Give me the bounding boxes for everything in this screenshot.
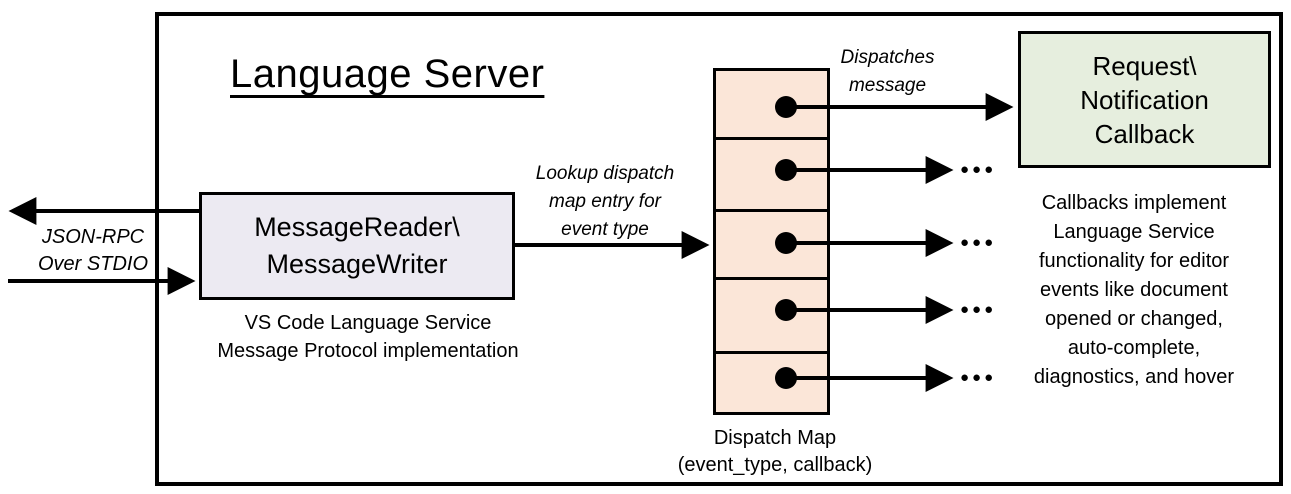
- callbacks-description-note: Callbacks implement Language Service fun…: [1000, 189, 1268, 392]
- dispatch-map-row-divider: [716, 209, 827, 212]
- callbacks-note-line: Language Service: [1053, 221, 1215, 243]
- callback-box-line1: Request\: [1092, 50, 1197, 81]
- io-label-line2: Over STDIO: [37, 253, 148, 275]
- reader-writer-caption: VS Code Language Service Message Protoco…: [168, 309, 568, 365]
- io-label-line1: JSON-RPC: [41, 226, 145, 248]
- dispatch-map-row-divider: [716, 351, 827, 354]
- dispatch-note-line2: message: [848, 75, 927, 96]
- dispatch-map-row-divider: [716, 137, 827, 140]
- callbacks-note-line: auto-complete,: [1067, 337, 1201, 359]
- dispatch-note-line1: Dispatches: [840, 47, 935, 68]
- callbacks-note-line: events like document: [1040, 279, 1228, 301]
- lookup-dispatch-annotation: Lookup dispatch map entry for event type: [500, 160, 710, 244]
- callbacks-note-line: opened or changed,: [1045, 308, 1223, 330]
- lookup-note-line2: map entry for: [549, 191, 661, 212]
- json-rpc-stdio-label: JSON-RPC Over STDIO: [18, 224, 168, 278]
- dispatch-map-caption: Dispatch Map (event_type, callback): [630, 425, 920, 479]
- dispatch-map-table: [713, 68, 830, 415]
- dispatch-map-row-divider: [716, 277, 827, 280]
- ellipsis-icon: ●●●: [960, 234, 997, 251]
- lookup-note-line1: Lookup dispatch: [535, 163, 675, 184]
- request-notification-callback-box: Request\ Notification Callback: [1018, 31, 1271, 168]
- callbacks-note-line: functionality for editor: [1038, 250, 1230, 272]
- map-caption-line1: Dispatch Map: [713, 427, 837, 449]
- callback-box-line2: Notification: [1080, 84, 1209, 115]
- callbacks-note-line: diagnostics, and hover: [1033, 366, 1235, 388]
- callbacks-note-line: Callbacks implement: [1041, 192, 1227, 214]
- diagram-title: Language Server: [230, 52, 545, 96]
- message-reader-writer-box: MessageReader\ MessageWriter: [199, 192, 515, 300]
- lookup-note-line3: event type: [561, 219, 649, 240]
- ellipsis-icon: ●●●: [960, 369, 997, 386]
- reader-caption-line2: Message Protocol implementation: [217, 340, 519, 362]
- map-caption-line2: (event_type, callback): [677, 454, 873, 476]
- message-reader-label: MessageReader\: [254, 212, 460, 242]
- language-server-boundary-box: [155, 12, 1283, 486]
- message-writer-label: MessageWriter: [266, 249, 448, 279]
- dispatches-message-annotation: Dispatches message: [810, 44, 965, 100]
- callback-box-line3: Callback: [1094, 118, 1195, 149]
- ellipsis-icon: ●●●: [960, 161, 997, 178]
- ellipsis-icon: ●●●: [960, 301, 997, 318]
- reader-caption-line1: VS Code Language Service: [244, 312, 492, 334]
